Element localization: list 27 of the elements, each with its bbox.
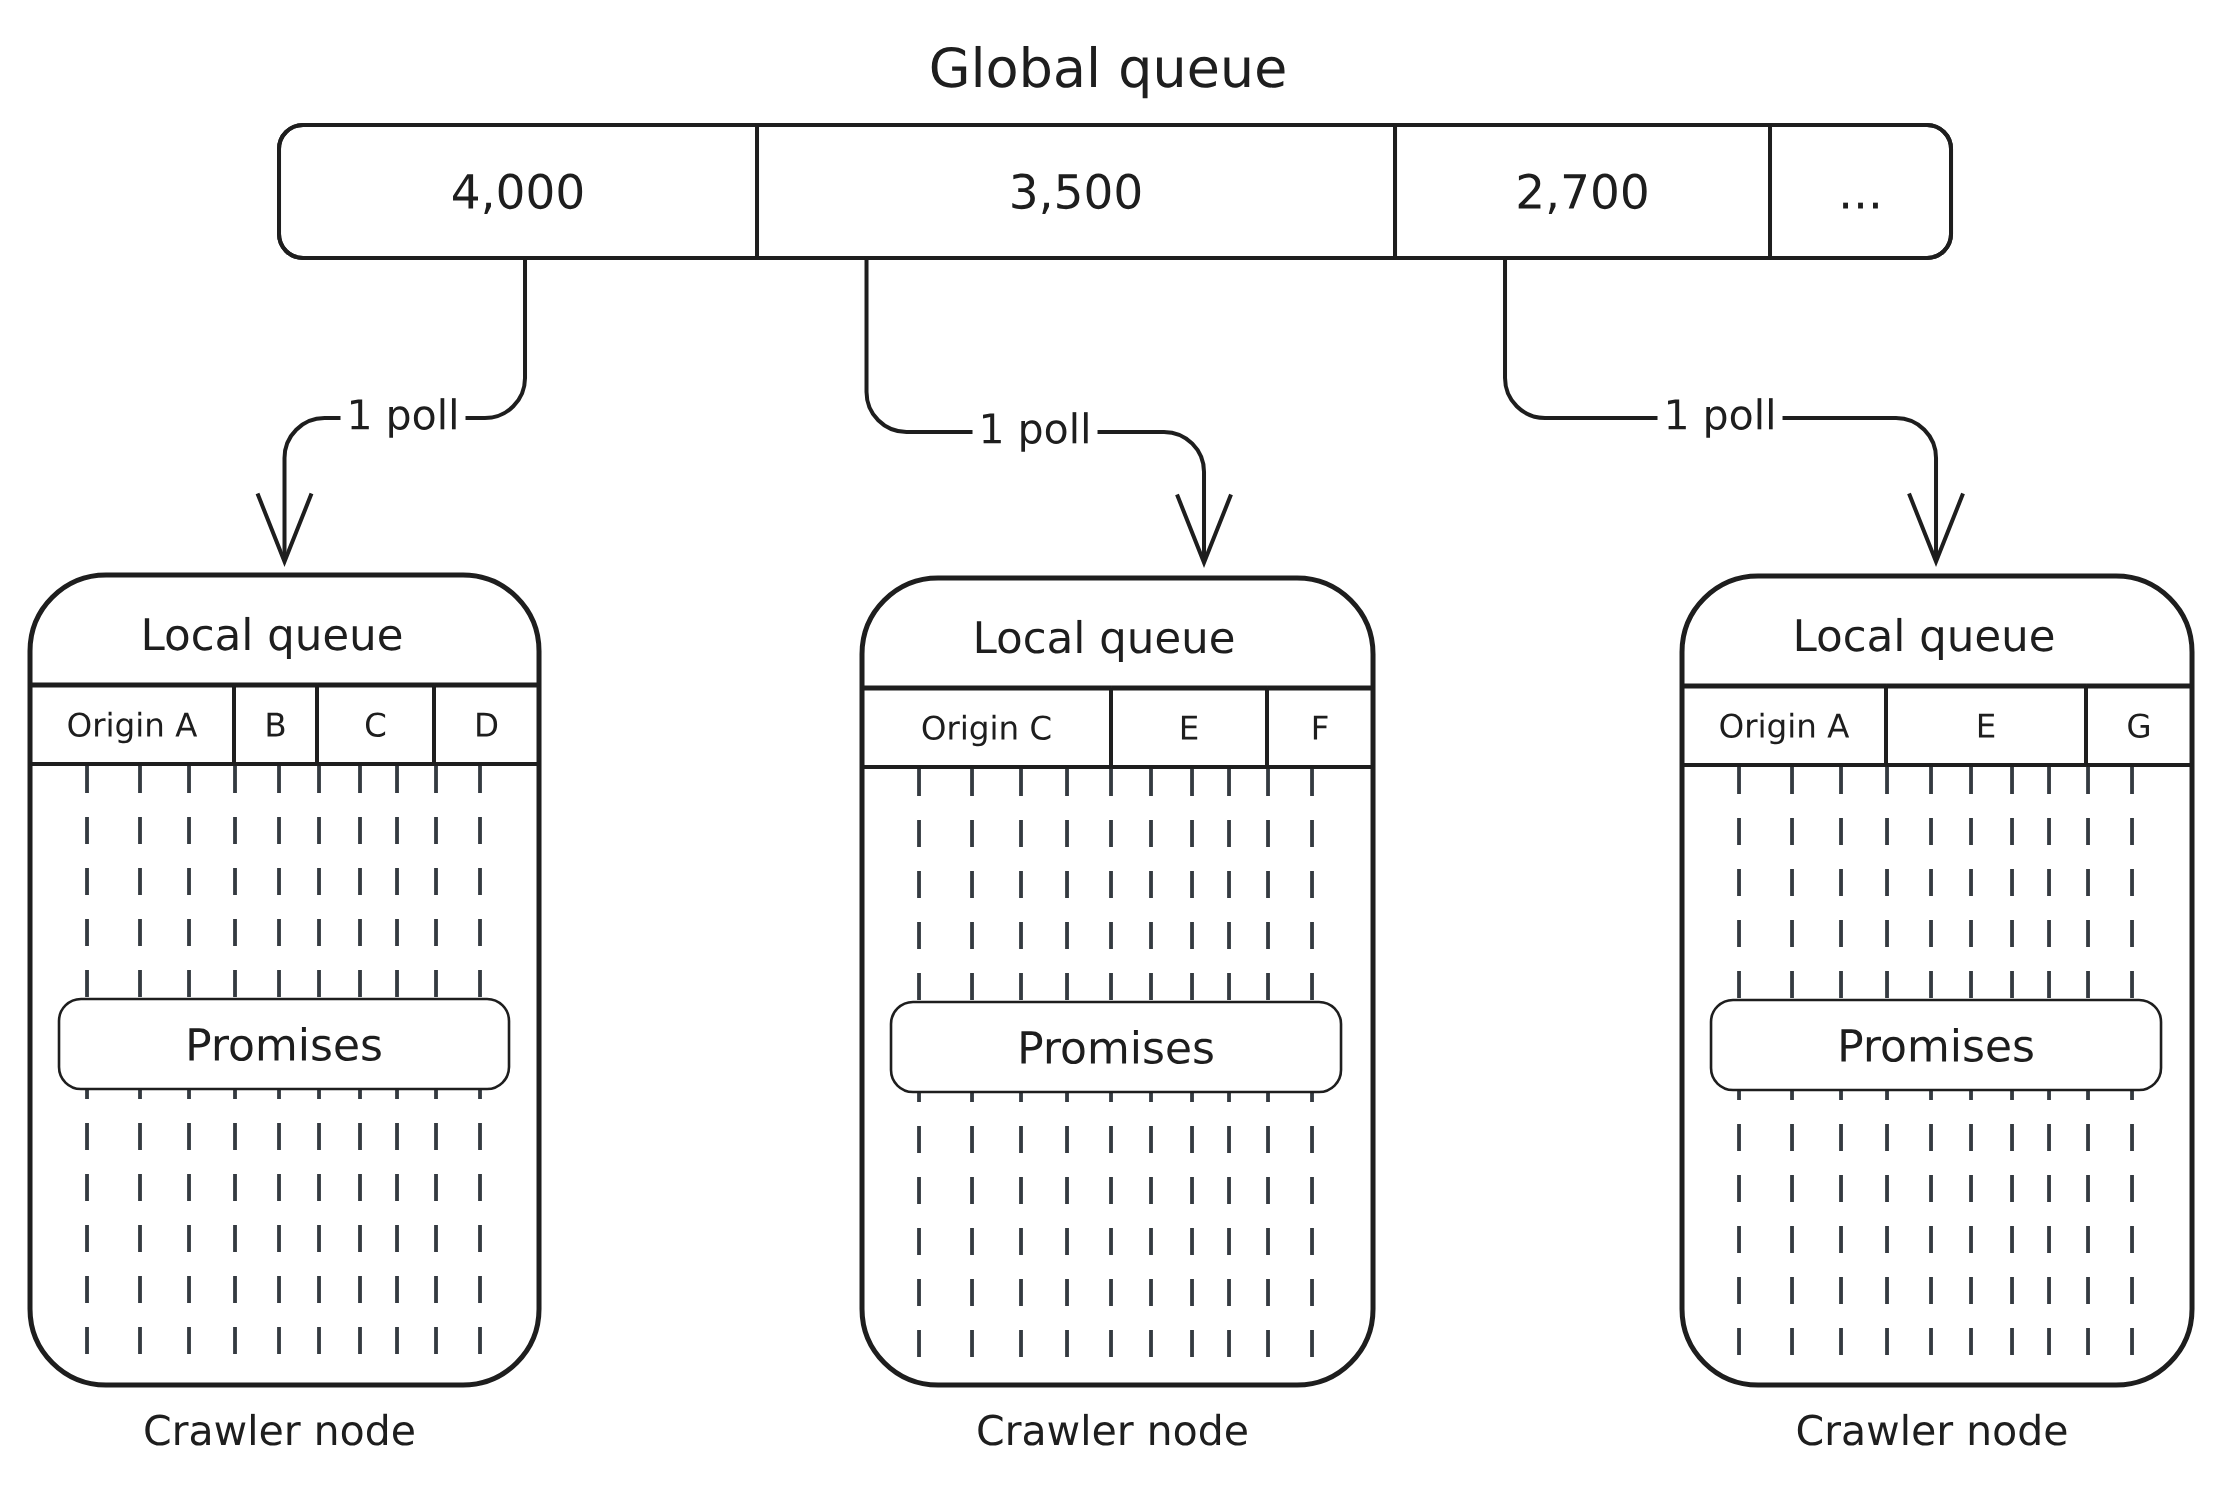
queue-heading: Local queue <box>1796 617 2054 661</box>
edge-label: 1 poll <box>972 406 1098 458</box>
queue-cell: 4,000 <box>277 123 757 260</box>
node-caption: Crawler node <box>978 1413 1247 1446</box>
header-cell: B <box>234 682 319 766</box>
queue-heading: Local queue <box>976 619 1234 663</box>
node-caption: Crawler node <box>145 1413 414 1446</box>
edge-label: 1 poll <box>340 392 466 444</box>
edge-label: 1 poll <box>1657 392 1783 444</box>
header-cell: E <box>1111 685 1269 769</box>
queue-heading: Local queue <box>144 616 402 660</box>
header-cell: Origin A <box>30 682 236 766</box>
process-box: Promises <box>889 1000 1343 1094</box>
header-cell: G <box>2086 683 2192 767</box>
header-cell: Origin A <box>1682 683 1888 767</box>
header-cell: C <box>317 682 436 766</box>
header-cell: Origin C <box>862 685 1113 769</box>
queue-cell: 2,700 <box>1393 123 1772 260</box>
header-cell: E <box>1886 683 2088 767</box>
queue-cell: ... <box>1770 123 1953 260</box>
header-cell: D <box>434 682 539 766</box>
queue-title: Global queue <box>931 45 1285 99</box>
node-caption: Crawler node <box>1797 1413 2067 1446</box>
process-box: Promises <box>57 997 511 1091</box>
process-box: Promises <box>1709 998 2163 1092</box>
queue-cell: 3,500 <box>755 123 1397 260</box>
header-cell: F <box>1267 685 1373 769</box>
